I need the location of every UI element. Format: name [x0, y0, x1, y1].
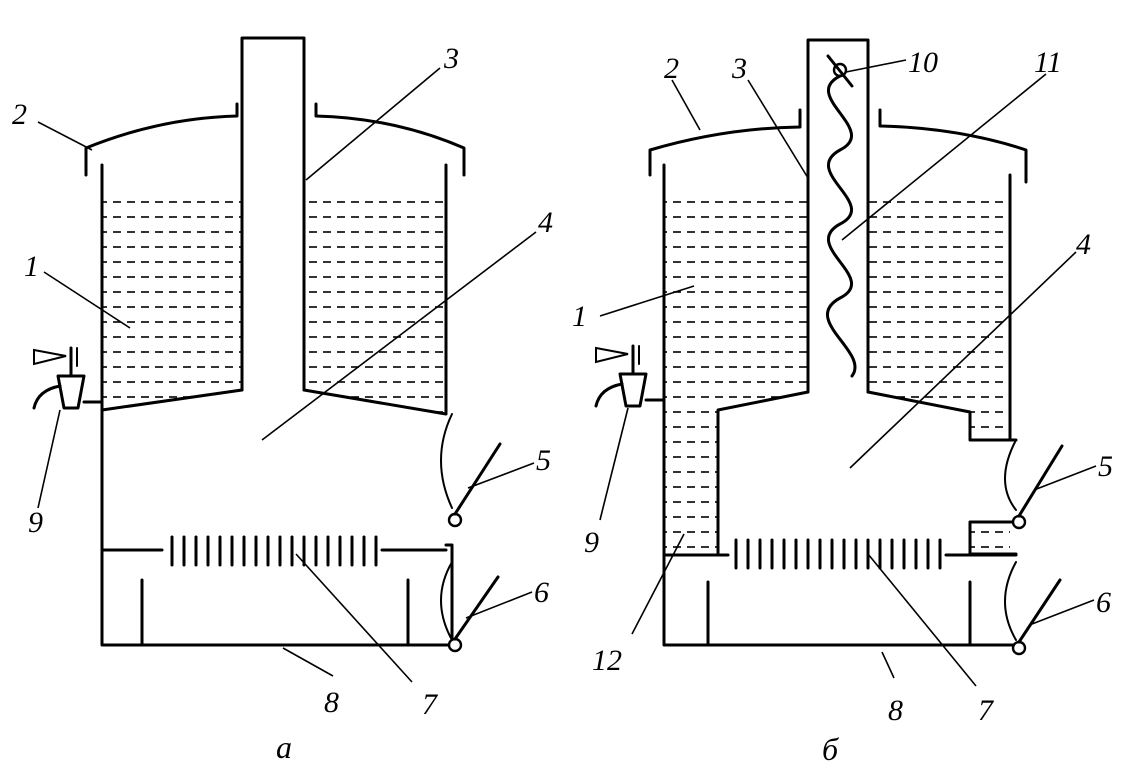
tap-b: [594, 344, 666, 408]
label-2-b: 2: [664, 52, 679, 85]
label-2-a: 2: [12, 98, 27, 131]
label-12-b: 12: [592, 644, 622, 677]
label-10-b: 10: [908, 46, 938, 79]
panel-a: 2 3 4 1 5 6 9 8 7 а: [12, 36, 553, 765]
label-11-b: 11: [1034, 46, 1062, 79]
lid-a: [84, 102, 239, 177]
spiral-b: [825, 74, 857, 378]
label-4-a: 4: [538, 206, 553, 239]
label-1-b: 1: [572, 300, 587, 333]
leaders-b: [599, 59, 1097, 687]
label-8-a: 8: [324, 686, 339, 719]
door-5-b: [1004, 439, 1064, 530]
label-6-a: 6: [534, 576, 549, 609]
label-5-b: 5: [1098, 450, 1113, 483]
chimney-b: [806, 38, 870, 394]
lid-b: [648, 108, 802, 177]
caption-a: а: [276, 729, 292, 765]
grate-b: [716, 538, 1018, 570]
label-8-b: 8: [888, 694, 903, 727]
vessel-wall-left-a: [100, 163, 454, 647]
label-9-b: 9: [584, 526, 599, 559]
label-3-b: 3: [731, 52, 747, 85]
label-5-a: 5: [536, 444, 551, 477]
water-right-b: [868, 198, 1010, 440]
ash-pan-b: [706, 580, 972, 647]
water-left-a: [102, 196, 242, 410]
damper-b: [826, 54, 854, 88]
label-6-b: 6: [1096, 586, 1111, 619]
label-4-b: 4: [1076, 228, 1091, 261]
water-right-a: [304, 196, 446, 414]
vessel-wall-left-b: [662, 163, 1018, 647]
grate-a: [100, 535, 448, 567]
door-5-a: [440, 413, 502, 528]
panel-b: 2 3 10 11 4 1 5 6 9 12 8 7 б: [572, 38, 1113, 767]
door-6-b: [1004, 561, 1062, 656]
tap-a: [32, 346, 104, 410]
ash-pan-a: [140, 578, 410, 647]
door-6-a: [440, 561, 500, 653]
leaders-a: [37, 67, 537, 683]
caption-b: б: [822, 731, 839, 767]
vessel-wall-right-a: [302, 163, 448, 416]
label-1-a: 1: [24, 250, 39, 283]
water-box-b: [970, 522, 1010, 554]
vessel-wall-right-b: [866, 173, 1012, 442]
label-3-a: 3: [443, 42, 459, 75]
label-7-a: 7: [422, 688, 439, 721]
chimney-a: [240, 36, 306, 392]
label-9-a: 9: [28, 506, 43, 539]
water-left-b: [664, 198, 808, 555]
label-7-b: 7: [978, 694, 995, 727]
